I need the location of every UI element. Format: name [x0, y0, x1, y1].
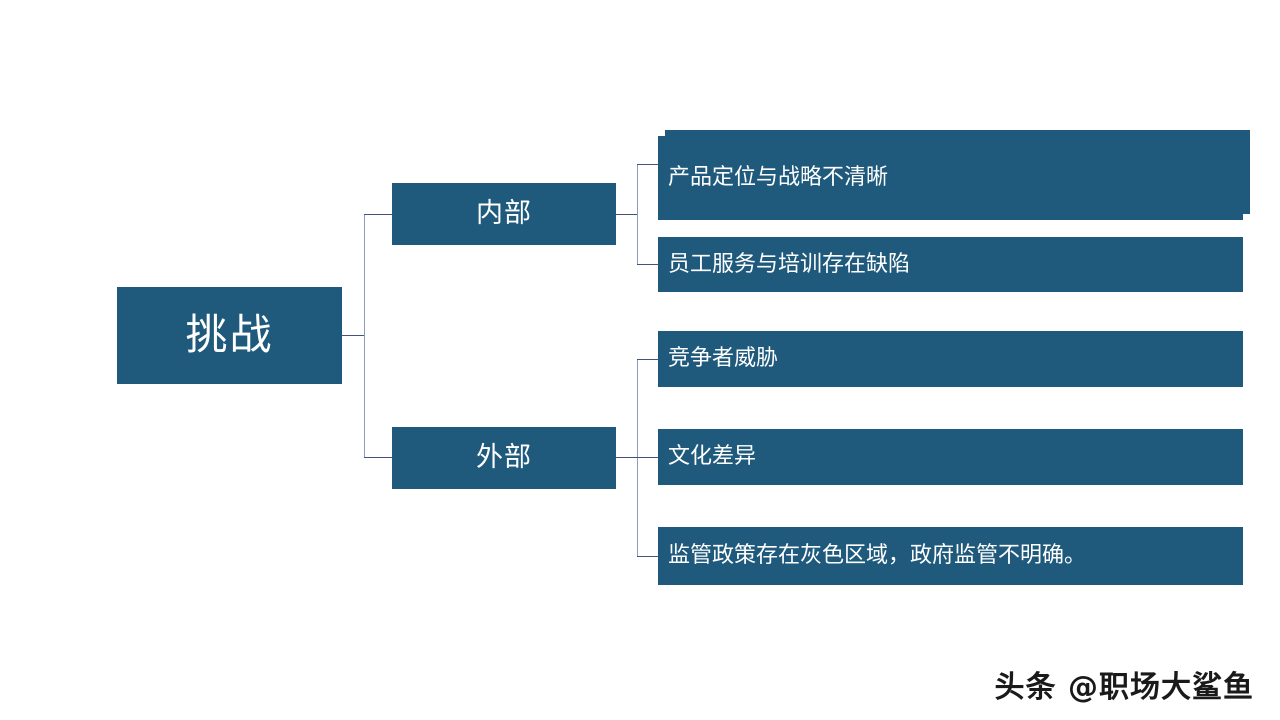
branch-node-external-label: 外部	[476, 442, 532, 474]
leaf-node-external-2-label: 监管政策存在灰色区域，政府监管不明确。	[668, 543, 1087, 569]
branch-node-internal[interactable]: 内部	[392, 183, 616, 245]
leaf-node-external-0-label: 竞争者威胁	[668, 346, 779, 372]
leaf-node-internal-0-label: 产品定位与战略不清晰	[668, 165, 889, 191]
leaf-node-external-1-label: 文化差异	[668, 444, 757, 470]
branch-node-internal-label: 内部	[476, 198, 532, 230]
root-node-label: 挑战	[185, 310, 274, 360]
leaf-node-internal-0[interactable]: 产品定位与战略不清晰	[658, 136, 1243, 220]
root-node[interactable]: 挑战	[117, 287, 342, 384]
connector-external-to-item-1	[637, 457, 661, 458]
connector-root-to-internal	[364, 214, 392, 215]
connector-external-stub	[616, 457, 637, 458]
leaf-node-external-2[interactable]: 监管政策存在灰色区域，政府监管不明确。	[658, 527, 1243, 585]
leaf-node-external-0[interactable]: 竞争者威胁	[658, 331, 1243, 387]
connector-root-to-external	[364, 457, 392, 458]
leaf-node-external-1[interactable]: 文化差异	[658, 429, 1243, 485]
connector-internal-spine	[637, 164, 638, 264]
connector-internal-to-item-1	[637, 264, 661, 265]
connector-internal-stub	[616, 214, 637, 215]
connector-internal-to-item-0	[637, 164, 661, 165]
leaf-node-internal-1-label: 员工服务与培训存在缺陷	[668, 251, 911, 277]
branch-node-external[interactable]: 外部	[392, 427, 616, 489]
connector-root-stub	[342, 335, 364, 336]
connector-external-to-item-2	[637, 556, 661, 557]
watermark: 头条 @职场大鲨鱼	[994, 670, 1254, 705]
leaf-node-internal-1[interactable]: 员工服务与培训存在缺陷	[658, 237, 1243, 292]
connector-root-spine	[364, 214, 365, 457]
connector-external-to-item-0	[637, 359, 661, 360]
